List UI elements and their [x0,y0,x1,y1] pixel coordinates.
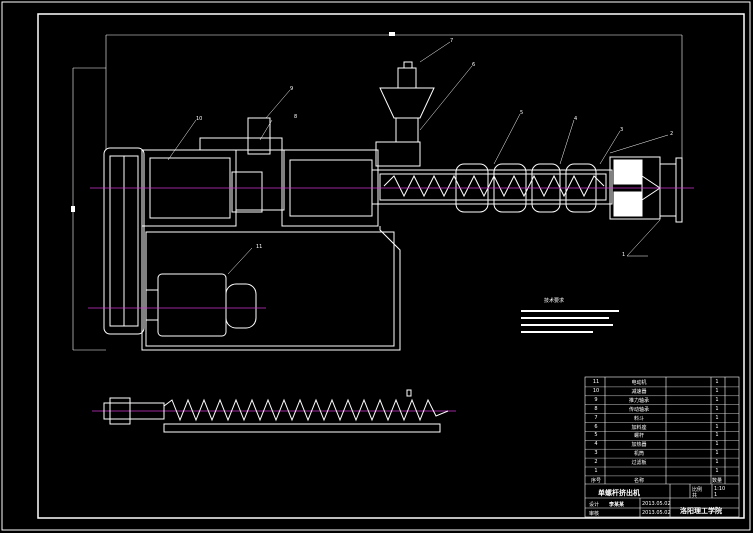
callout-11: 11 [256,244,263,250]
sheet-value: 1 [714,492,718,498]
bom-row: 4 加热器 1 [585,441,739,449]
bom-table-grid [584,376,740,518]
callout-1: 1 [622,252,626,258]
bom-row-name: 机筒 [633,451,644,458]
scale-value: 1:10 [714,486,726,492]
bom-row-qty: 1 [715,459,719,466]
callout-10: 10 [196,116,203,122]
technical-requirements-heading: 技术要求 [544,298,565,304]
designer-name: 李某某 [609,502,625,508]
callout-6: 6 [472,62,476,68]
sheet-label: 共 [692,493,698,499]
bom-row-qty: 1 [715,414,719,421]
callout-3: 3 [620,127,624,133]
bom-row-number: 6 [594,423,598,430]
bom-row-name: 推力轴承 [628,397,649,404]
screw-detail [103,389,449,433]
bom-row-qty: 1 [715,379,719,385]
bom-row-name: 电动机 [631,380,647,386]
dimension-marker-left [71,206,75,212]
tech-requirement-line [521,310,619,312]
bom-row-qty: 1 [715,396,719,403]
bom-header-row: 序号 名称 数量 [585,477,739,485]
barrel-assembly [103,61,683,351]
bom-header-name: 名称 [633,477,644,484]
bom-row-qty: 1 [715,387,719,394]
bom-row-qty: 1 [715,405,719,412]
bom-row: 11 电动机 1 [585,379,739,387]
callout-leaders [167,41,669,275]
inner-border [37,13,745,519]
designer-label: 设计 [589,502,600,508]
callout-7: 7 [450,38,454,44]
bom-row-name: 加热器 [631,442,647,449]
bom-row-name: 传动轴承 [628,406,649,413]
bom-row: 2 过滤板 1 [585,459,739,467]
bom-row-number: 11 [592,379,600,385]
bom-row-qty: 1 [715,432,719,439]
callout-5: 5 [520,110,524,116]
design-date: 2013.05.02 [642,501,671,507]
bom-row-qty: 1 [715,423,719,430]
bom-row: 9 推力轴承 1 [585,397,739,405]
bom-header-number: 序号 [590,477,601,484]
tech-requirement-line [521,317,609,319]
bom-row-name: 螺杆 [633,433,644,440]
bom-row: 6 加料座 1 [585,424,739,432]
bom-row-number: 4 [594,441,598,448]
bom-row: 7 料斗 1 [585,415,739,423]
bom-row-number: 3 [594,450,598,457]
callout-4: 4 [574,116,578,122]
bom-row: 10 减速器 1 [585,388,739,396]
bom-row-qty: 1 [715,450,719,457]
school-name: 洛阳理工学院 [680,507,722,515]
checker-label: 审核 [589,511,600,517]
bom-row: 8 传动轴承 1 [585,406,739,414]
bom-header-qty: 数量 [711,477,722,484]
callout-9: 9 [290,86,294,92]
tech-requirement-line [521,324,613,326]
bom-row-number: 5 [594,432,598,439]
bom-row-name: 加料座 [631,424,647,431]
callout-8: 8 [294,114,298,120]
bom-row-number: 7 [594,414,598,421]
bom-row-number: 10 [592,387,600,394]
bom-row-name: 过滤板 [631,460,647,467]
bom-row-name: 减速器 [631,388,647,395]
bom-row: 5 螺杆 1 [585,432,739,440]
scale-label: 比例 [692,487,703,493]
bom-row-number: 8 [594,405,598,412]
bom-row-qty: 1 [715,468,719,474]
bom-row-number: 9 [594,396,598,403]
bom-row-qty: 1 [715,441,719,448]
centerlines [88,187,694,412]
bom-row-name: 料斗 [633,415,644,422]
callout-2: 2 [670,131,674,137]
check-date: 2013.05.02 [642,510,671,516]
tech-requirement-line [521,331,593,333]
bom-row-number: 1 [594,468,598,474]
bom-row-number: 2 [594,459,598,466]
dimension-marker-top [389,32,395,36]
bom-row-lines [585,386,739,477]
bom-row: 3 机筒 1 [585,450,739,458]
drawing-title: 单螺杆挤出机 [598,489,640,497]
